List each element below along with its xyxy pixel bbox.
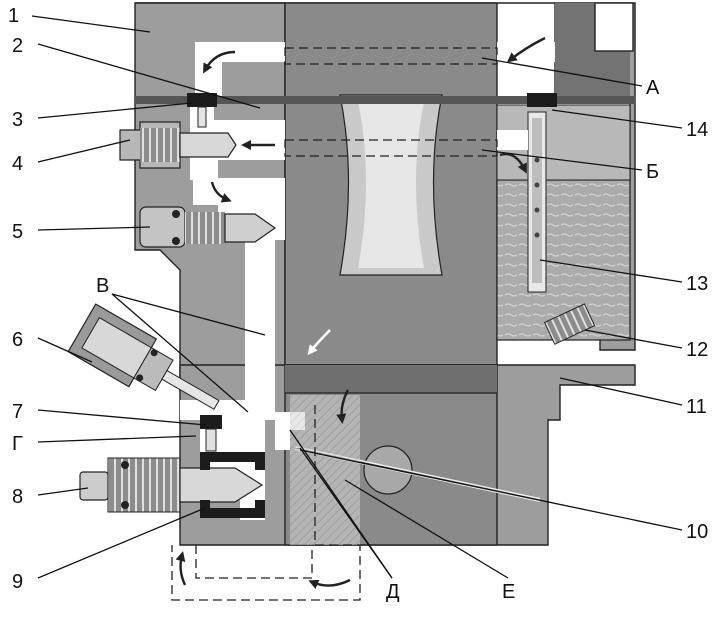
callout-a: А [646, 77, 660, 99]
flow-arrows [175, 36, 546, 590]
callout-2: 2 [12, 35, 23, 57]
fuel-inlet-fitting [543, 303, 596, 345]
callout-g: Г [12, 433, 23, 455]
callout-6: 6 [12, 329, 23, 351]
mixing-chamber [284, 2, 498, 366]
passage-dashed-outlines [171, 47, 498, 601]
callout-e: Е [502, 581, 515, 603]
idle-mixture-needle [79, 452, 265, 518]
callout-10: 10 [686, 521, 708, 543]
callout-11: 11 [686, 396, 707, 418]
callout-14: 14 [686, 119, 708, 141]
callout-d: Д [386, 581, 400, 603]
callout-13: 13 [686, 273, 708, 295]
left-callouts: 1 2 3 4 5 6 7 Г 8 9 [8, 5, 23, 593]
callout-8: 8 [12, 486, 23, 508]
mixture-screw [139, 206, 277, 248]
bypass-chamber [290, 395, 360, 545]
callout-12: 12 [686, 339, 708, 361]
callout-9: 9 [12, 571, 23, 593]
leader-lines [31, 15, 683, 579]
idle-fuel-jet [119, 121, 237, 169]
solenoid-valve [67, 303, 220, 410]
callout-3: 3 [12, 109, 23, 131]
callout-1: 1 [8, 5, 19, 27]
callout-b: Б [646, 161, 659, 183]
callout-5: 5 [12, 221, 23, 243]
right-callouts: А 14 Б 13 12 11 10 [646, 77, 708, 543]
main-air-jet [527, 93, 557, 107]
callout-7: 7 [12, 401, 23, 423]
gasket-layer [135, 96, 635, 104]
air-jet [187, 93, 217, 128]
callout-4: 4 [12, 153, 23, 175]
center-callouts: В Д Е [96, 275, 515, 603]
callout-v: В [96, 275, 109, 297]
